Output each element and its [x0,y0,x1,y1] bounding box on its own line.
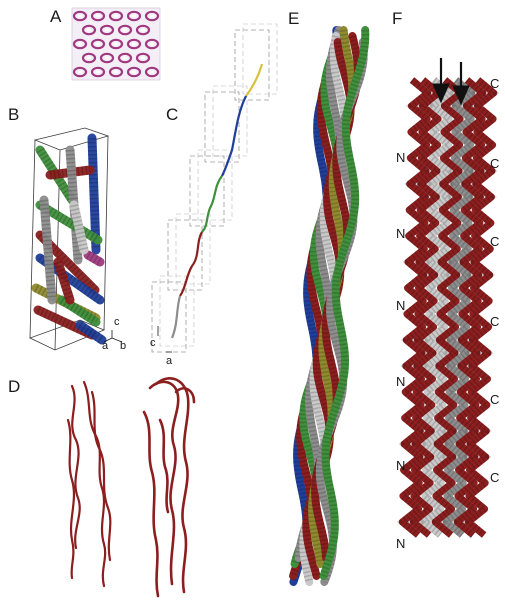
c-terminus-label-1: C [490,76,499,91]
ring-hole-2 [96,15,100,18]
ring-hole-15 [87,57,91,60]
ring-hole-17 [123,57,127,60]
panel-c-axis-a: a [166,355,173,367]
ring-hole-3 [114,15,118,18]
panel-b-label: B [8,105,19,124]
ring-hole-14 [150,43,154,46]
panel-d-left-strands [68,382,110,586]
ring-hole-16 [105,57,109,60]
ring-hole-10 [78,43,82,46]
unit-cell-back-3 [198,150,232,220]
panel-c-axis-c: c [150,337,156,349]
panel-e-label: E [288,9,299,28]
unit-cell-back-1 [243,24,277,94]
c-terminus-label-2: C [490,156,499,171]
n-terminus-label-3: N [396,298,405,313]
ring-hole-21 [114,71,118,74]
ring-hole-7 [105,29,109,32]
c-terminus-label-4: C [490,314,499,329]
ring-hole-23 [150,71,154,74]
ring-hole-6 [87,29,91,32]
ring-hole-4 [132,15,136,18]
n-terminus-label-6: N [396,536,405,551]
n-terminus-label-1: N [396,150,405,165]
c-terminus-label-3: C [490,234,499,249]
panel-c: C c a [150,24,277,367]
ring-hole-18 [141,57,145,60]
panel-f-label: F [392,9,402,28]
ring-hole-13 [132,43,136,46]
n-terminus-label-2: N [396,226,405,241]
ring-hole-8 [123,29,127,32]
panel-c-chain-blue [222,96,246,176]
ring-hole-11 [96,43,100,46]
n-terminus-label-5: N [396,458,405,473]
panel-e-fibril-bundle [293,30,365,582]
panel-d: D [8,377,194,596]
panel-c-chain-green [202,176,222,232]
panel-b-axis-c: c [114,316,120,328]
ring-hole-12 [114,43,118,46]
panel-b: B c a b [8,105,126,352]
n-terminus-label-4: N [396,374,405,389]
panel-d-label: D [8,377,20,396]
ring-hole-9 [141,29,145,32]
c-terminus-label-5: C [490,392,499,407]
ring-hole-22 [132,71,136,74]
panel-c-chain-gray [172,296,180,338]
panel-b-axis-a: a [102,340,109,352]
panel-c-label: C [166,105,178,124]
panel-a: A [50,7,160,80]
panel-f-sheet [402,80,493,535]
panel-a-label: A [50,7,62,26]
ring-hole-5 [150,15,154,18]
panel-f: F N N N N N N C C C C C C [392,9,499,551]
panel-d-right-strands [144,378,194,596]
unit-cell-back-2 [213,86,247,156]
panel-c-chain-red [180,232,202,296]
unit-cell-2 [205,92,239,162]
unit-cell-1 [235,30,269,100]
panel-e: E [288,9,365,582]
ring-hole-1 [78,15,82,18]
panel-b-fibril-rods [36,138,102,340]
ring-hole-20 [96,71,100,74]
ring-hole-19 [78,71,82,74]
c-terminus-label-6: C [490,470,499,485]
panel-c-chain-yellow [246,64,262,96]
